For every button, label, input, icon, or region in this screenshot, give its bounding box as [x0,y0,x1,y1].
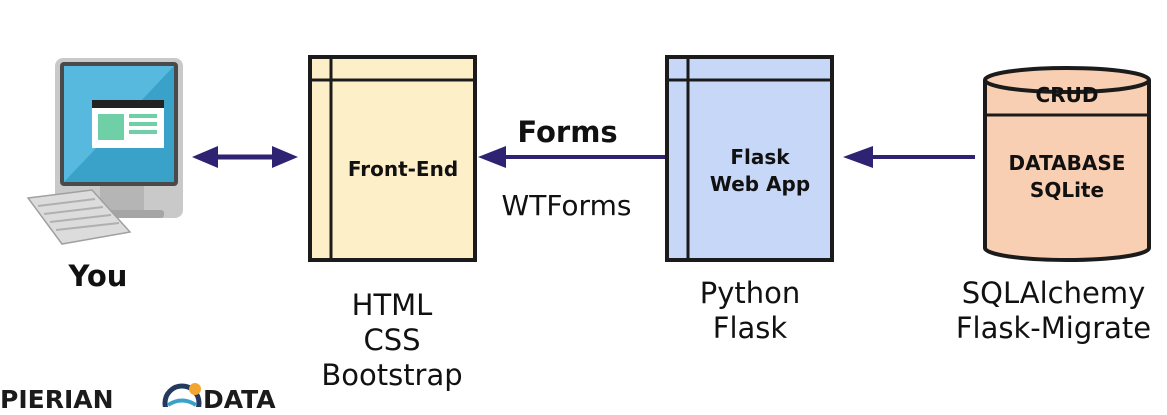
database-label: DATABASE SQLite [985,150,1149,204]
database-label-line: DATABASE [1008,151,1126,175]
database-arrow [843,146,975,168]
database-caption: SQLAlchemy Flask-Migrate [940,276,1167,346]
flask-caption: Python Flask [670,276,830,346]
flask-box [665,55,834,262]
frontend-caption-line: Bootstrap [321,358,463,392]
frontend-box [308,55,477,262]
frontend-caption: HTML CSS Bootstrap [297,288,487,393]
flask-caption-line: Python [699,276,801,310]
frontend-caption-line: HTML [351,288,433,322]
pierian-logo-icon [162,383,202,407]
frontend-caption-line: CSS [363,323,421,357]
forms-arrow [478,146,667,168]
computer-icon [26,58,183,245]
crud-label: CRUD [1035,83,1099,107]
database-caption-line: Flask-Migrate [955,311,1152,345]
bidirectional-arrow [192,146,298,168]
database-label-line: SQLite [1029,178,1105,202]
logo-text-right: DATA [203,385,276,414]
flask-caption-line: Flask [712,311,788,345]
flask-label-line: Web App [709,172,811,196]
flask-label-line: Flask [730,145,790,169]
flask-label: Flask Web App [688,144,832,198]
frontend-label: Front-End [347,157,459,181]
forms-edge-label: Forms [517,115,618,149]
wtforms-edge-label: WTForms [501,189,632,222]
database-cylinder [983,66,1151,262]
logo-text-left: PIERIAN [0,385,114,414]
you-label: You [68,259,128,293]
database-caption-line: SQLAlchemy [961,276,1146,310]
